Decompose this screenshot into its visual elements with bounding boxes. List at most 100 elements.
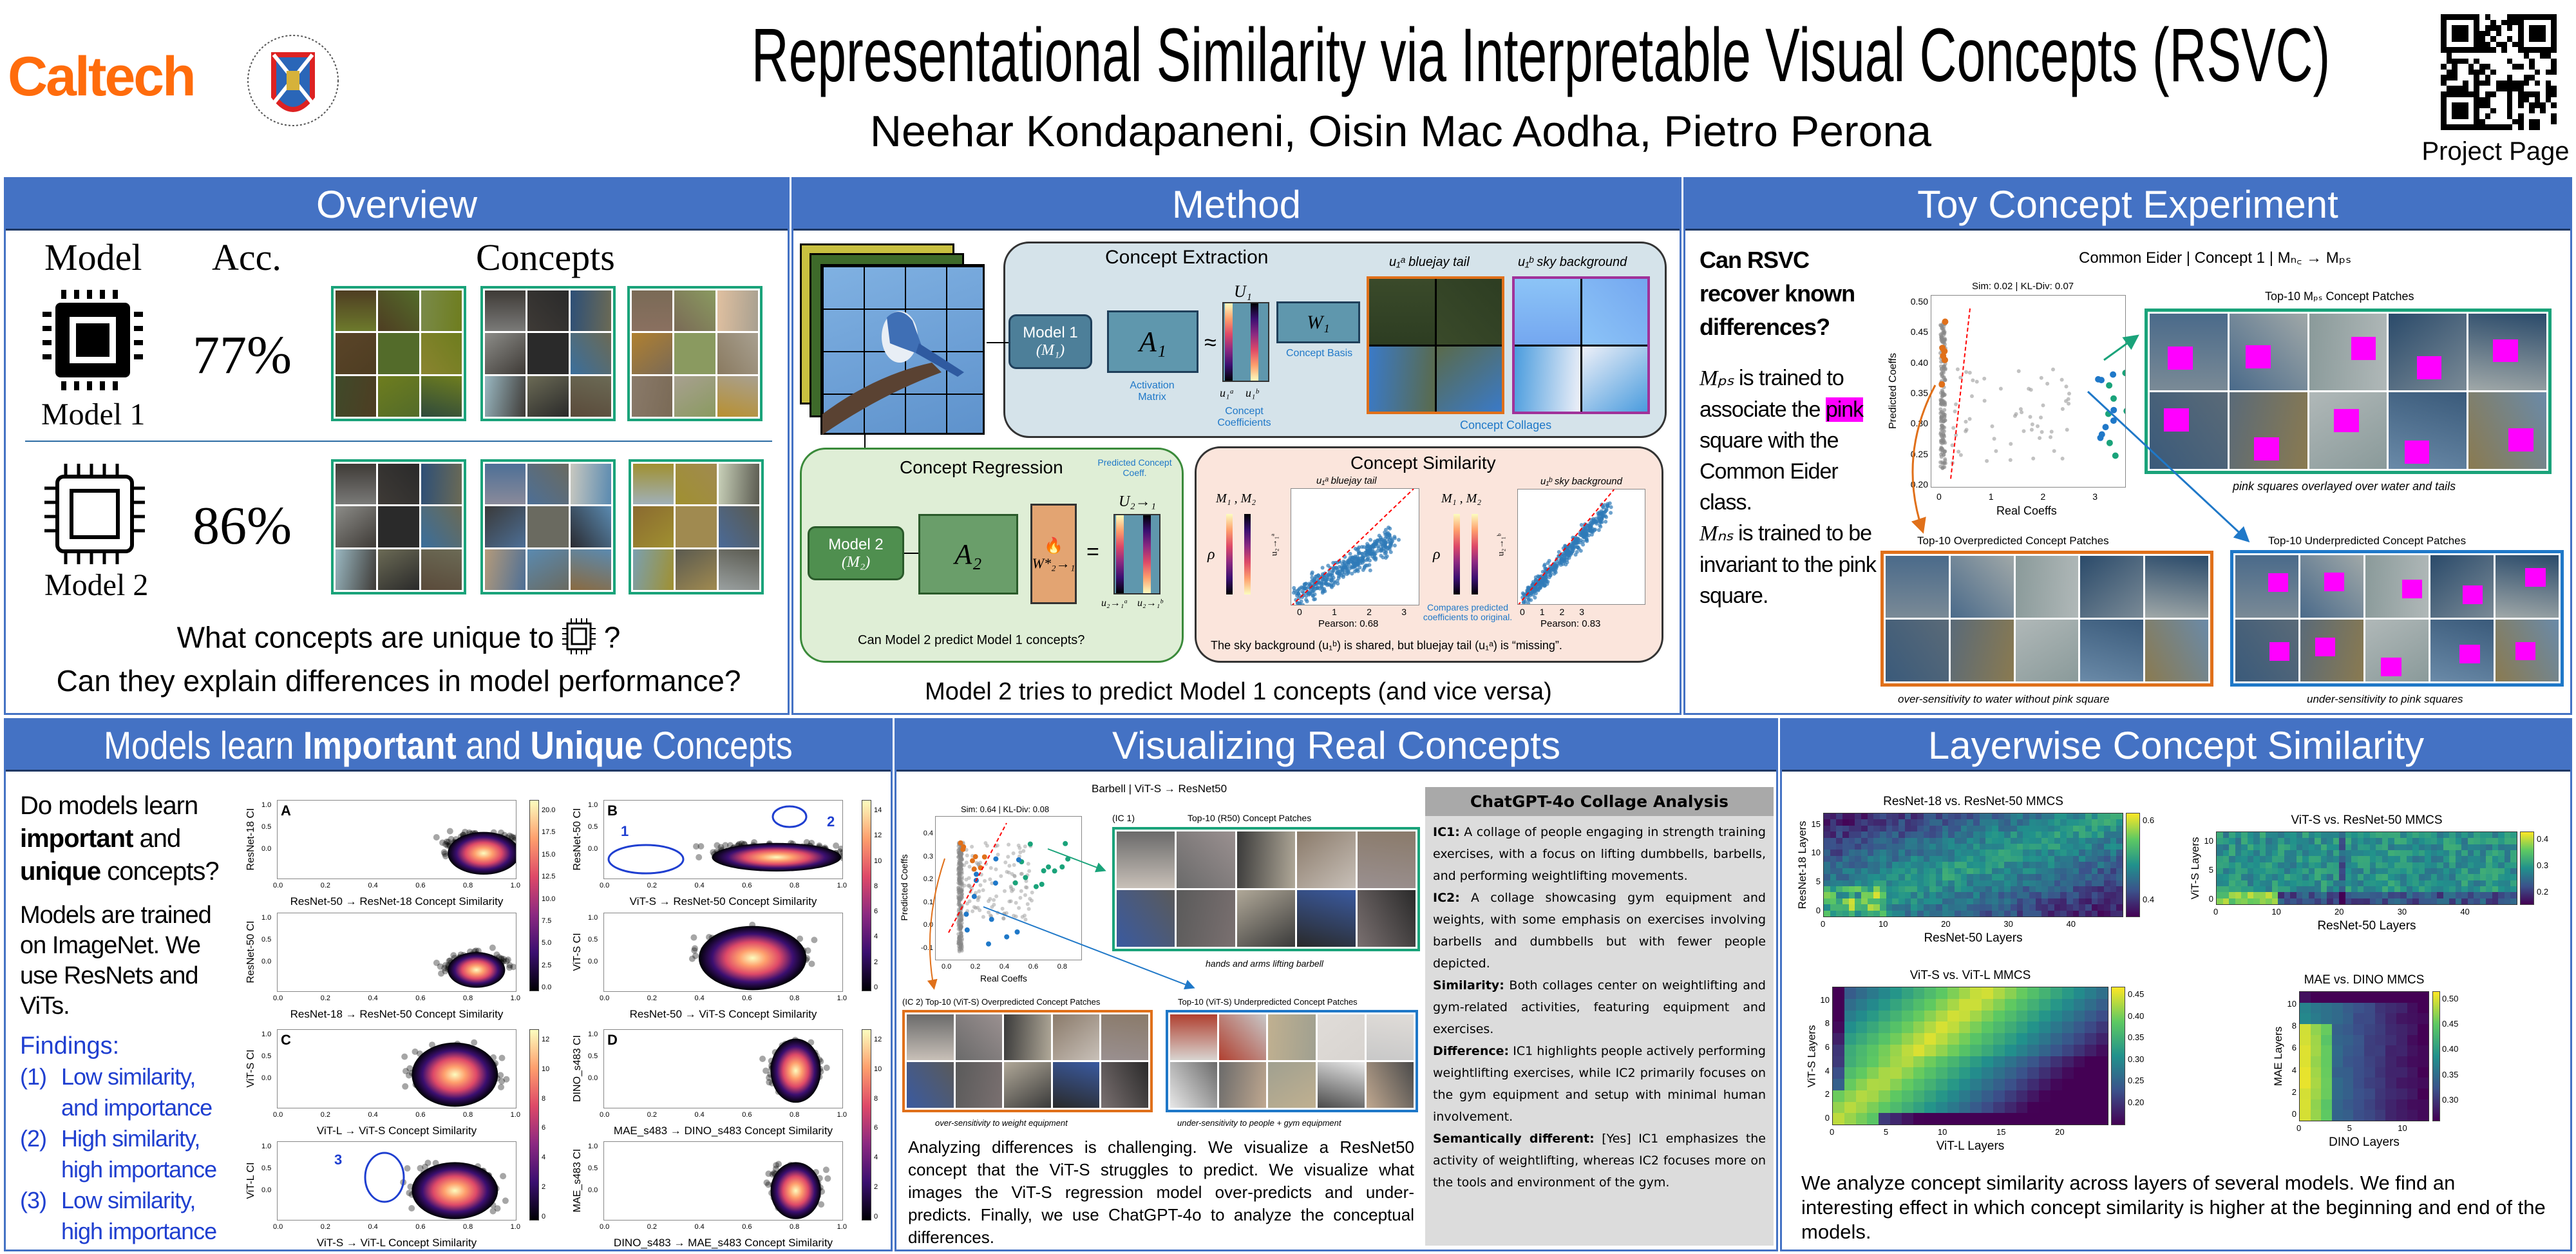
input-image-stack	[800, 243, 987, 437]
plot-xlabel: ResNet-18 → ResNet-50 Concept Similarity	[290, 1008, 504, 1020]
tick: 0.4	[368, 994, 378, 1002]
image-patch	[527, 506, 569, 547]
pink-square	[2351, 337, 2376, 360]
finding-number: (1)	[20, 1063, 47, 1090]
image-patch	[907, 1062, 954, 1108]
image-patch	[1369, 346, 1435, 412]
tick: 0.0	[261, 1186, 272, 1194]
tick: 0.6	[415, 882, 426, 889]
tick: 0.20	[1910, 479, 1928, 489]
col-concepts-heading: Concepts	[476, 236, 615, 278]
finding-line: high importance	[61, 1156, 217, 1183]
qr-code[interactable]	[2441, 14, 2557, 130]
fire-icon: 🔥	[1044, 537, 1063, 555]
tick: 1.0	[510, 1111, 520, 1119]
image-patch	[2235, 619, 2298, 681]
toy-description: Mₚₛ is trained to associate the pink squ…	[1700, 363, 1883, 611]
image-patch	[718, 464, 759, 505]
tick: 0.4	[694, 1223, 705, 1231]
col-model-heading: Model	[44, 236, 142, 278]
image-patch	[1357, 831, 1416, 888]
heatmap-ylabel: ViT-S Layers	[1805, 1025, 1817, 1088]
image-patch	[718, 549, 759, 590]
project-page-label[interactable]: Project Page	[2421, 137, 2570, 166]
tick: 0.0	[273, 1111, 283, 1119]
barbell-scatter-plot	[935, 816, 1082, 960]
image-patch	[570, 464, 611, 505]
tick: 0.8	[1057, 963, 1067, 971]
tick: 0.2	[320, 882, 331, 889]
image-patch	[1515, 279, 1580, 345]
image-patch	[1582, 279, 1647, 345]
tick: 6	[874, 907, 878, 916]
barbell-under-collage	[1166, 1010, 1418, 1112]
density-scatter-plot	[277, 1029, 516, 1108]
tick: 40	[2460, 907, 2470, 917]
header-text: Models learn	[104, 724, 303, 767]
tick: 1.0	[588, 1143, 598, 1150]
heatmap-title: ViT-S vs. ResNet-50 MMCS	[2291, 813, 2443, 827]
tick: 1.0	[837, 994, 847, 1002]
finding-number: (2)	[20, 1125, 47, 1152]
tick: 12.5	[542, 873, 556, 881]
image-patch	[421, 464, 462, 505]
image-patch	[1052, 1062, 1100, 1108]
heatmap-xlabel: ResNet-50 Layers	[1924, 931, 2023, 945]
tick: 12	[874, 831, 882, 840]
image-patch	[2365, 555, 2429, 618]
tick: 0.25	[2128, 1076, 2145, 1086]
tick: 1.0	[261, 1143, 272, 1150]
image-patch	[2496, 619, 2559, 681]
colorbar	[862, 800, 871, 991]
tick: 0.6	[415, 1223, 426, 1231]
tick: 20	[2334, 907, 2344, 917]
model-1-label: Model 1	[41, 397, 146, 432]
image-patch	[674, 333, 715, 374]
colorbar	[2111, 987, 2125, 1125]
pink-square	[2253, 437, 2279, 461]
tick: 0.8	[789, 994, 800, 1002]
pearson-b: Pearson: 0.83	[1540, 618, 1601, 629]
q-bold: unique	[20, 857, 101, 886]
image-patch	[421, 549, 462, 590]
toy-top-collage	[2145, 309, 2552, 474]
tick: 0.45	[2442, 1019, 2459, 1029]
tick: 0.4	[2537, 834, 2549, 844]
tick: 0.6	[1028, 963, 1039, 971]
image-patch	[1366, 1062, 1414, 1108]
heatmap	[2299, 991, 2429, 1121]
image-patch	[2080, 620, 2144, 681]
tick: 0.35	[2128, 1032, 2145, 1043]
regression-weights-w: 🔥 W*₂→₁	[1030, 504, 1077, 604]
tick: 0.0	[588, 1186, 598, 1194]
barbell-arrows	[927, 848, 1195, 990]
chatgpt-text: IC1: A collage of people engaging in str…	[1425, 816, 1774, 1193]
density-scatter-plot	[603, 1029, 843, 1108]
bluejay-tail-scatter	[1291, 488, 1419, 605]
pink-highlight: pink	[1825, 397, 1864, 422]
tick: 0.5	[261, 823, 272, 831]
sky-background-collage	[1512, 276, 1650, 414]
image-patch	[570, 333, 611, 374]
concept-regression-title: Concept Regression	[900, 457, 1063, 477]
tick: 2	[1824, 1089, 1830, 1099]
model-1-name: Model 1	[1023, 324, 1078, 341]
image-patch	[955, 1014, 1003, 1060]
tick: 6	[874, 1124, 878, 1132]
tick: 0.2	[647, 1111, 658, 1119]
chatgpt-item-text: [Yes] IC1 emphasizes the activity of wei…	[1433, 1132, 1766, 1190]
tick: 14	[874, 806, 882, 814]
tick: 8	[874, 882, 878, 890]
important-concepts-panel: Models learn Important and Unique Concep…	[4, 718, 893, 1251]
plot-xlabel: ViT-S → ResNet-50 Concept Similarity	[629, 895, 817, 907]
image-patch	[485, 506, 526, 547]
tick: 2	[874, 958, 878, 966]
image-patch	[1219, 1062, 1267, 1108]
